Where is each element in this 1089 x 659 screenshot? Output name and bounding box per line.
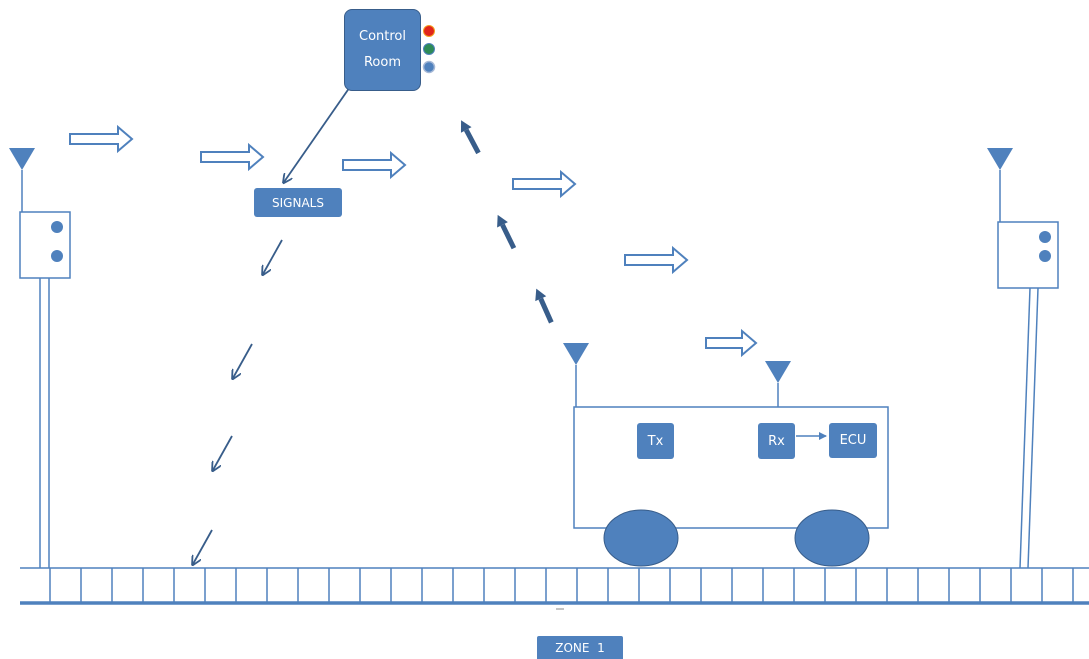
flow-arrow-5 — [624, 245, 689, 275]
control-to-signals-arrow — [284, 83, 353, 182]
zone-label: ZONE 1 — [537, 636, 623, 659]
flow-arrow-6 — [705, 328, 758, 358]
ecu-label: ECU — [829, 423, 877, 458]
control-room-line1: Control — [359, 29, 406, 44]
right-signal-lamp-bottom — [1039, 250, 1051, 262]
down-arrow-2 — [233, 343, 253, 378]
flow-arrow-4 — [512, 169, 577, 199]
rx-antenna-icon — [765, 361, 791, 383]
signals-label: SIGNALS — [254, 188, 342, 217]
uplink-arrow-2 — [497, 214, 517, 250]
signal-down-arrows — [193, 239, 283, 564]
tx-antenna-icon — [563, 343, 589, 365]
left-signal-post — [9, 148, 71, 568]
flow-arrow-2 — [200, 142, 265, 172]
train-wheel-right — [794, 509, 870, 567]
railway-track — [20, 567, 1089, 610]
left-signal-lamp-top — [51, 221, 63, 233]
hollow-flow-arrows — [69, 124, 758, 358]
down-arrow-4 — [193, 529, 213, 564]
uplink-arrows — [460, 120, 554, 324]
red-light-icon — [423, 25, 435, 37]
blue-light-icon — [422, 60, 436, 74]
down-arrow-3 — [213, 435, 233, 470]
right-signal-post — [987, 148, 1059, 569]
left-antenna-icon — [9, 148, 35, 170]
uplink-arrow-1 — [460, 120, 481, 155]
right-signal-lamp-top — [1039, 231, 1051, 243]
control-room-lights — [422, 25, 436, 74]
green-light-icon — [423, 43, 435, 55]
left-signal-lamp-bottom — [51, 250, 63, 262]
right-antenna-icon — [987, 148, 1013, 170]
control-room-line2: Room — [363, 55, 402, 70]
flow-arrow-3 — [342, 150, 407, 180]
rx-label: Rx — [758, 423, 795, 459]
flow-arrow-1 — [69, 124, 134, 154]
down-arrow-1 — [263, 239, 283, 274]
left-signal-head — [19, 211, 71, 279]
uplink-arrow-3 — [535, 288, 554, 324]
tx-label: Tx — [637, 423, 674, 459]
control-room-box: Control Room — [344, 9, 421, 91]
train-wheel-left — [603, 509, 679, 567]
